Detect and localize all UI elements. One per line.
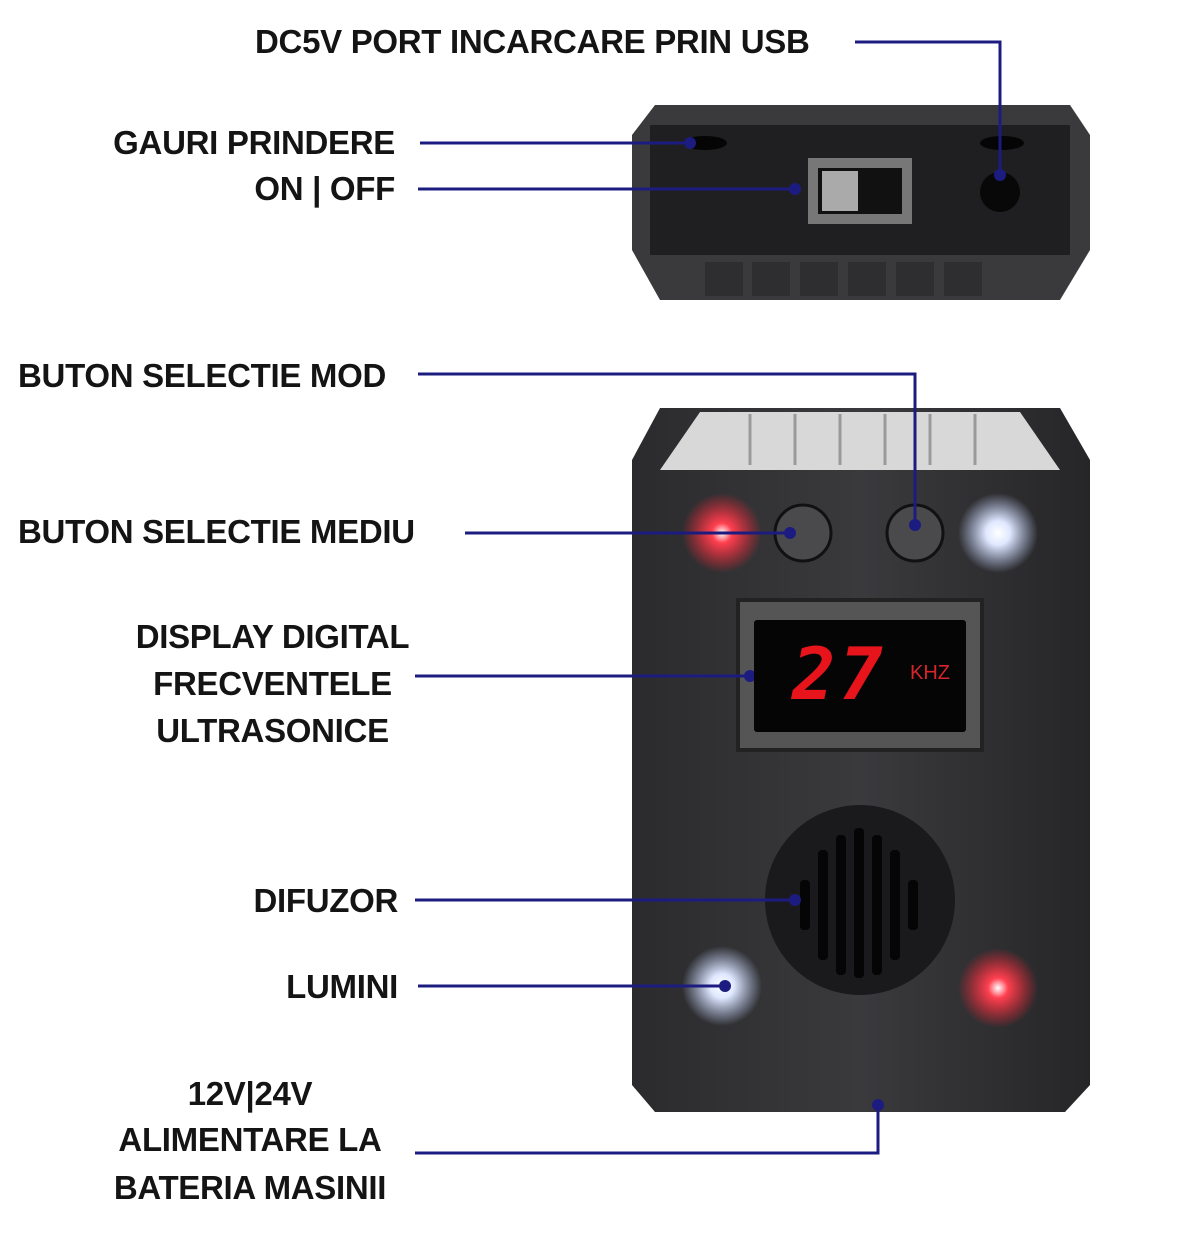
label-power-1: 12V|24V: [187, 1075, 313, 1112]
label-env-button: BUTON SELECTIE MEDIU: [18, 513, 415, 550]
device-front-view: [632, 408, 1090, 1112]
label-mode-button: BUTON SELECTIE MOD: [18, 357, 387, 394]
label-lights: LUMINI: [286, 968, 398, 1005]
led-white: [958, 493, 1038, 573]
label-display-2: FRECVENTELE: [153, 665, 392, 702]
mount-hole-right: [980, 136, 1024, 150]
leader-lines: [415, 40, 1002, 1155]
label-display-3: ULTRASONICE: [156, 712, 389, 749]
display-value: 27: [792, 632, 887, 716]
label-power-2: ALIMENTARE LA: [118, 1121, 382, 1158]
label-mount-holes: GAURI PRINDERE: [113, 124, 395, 161]
label-speaker: DIFUZOR: [253, 882, 398, 919]
label-on-off: ON | OFF: [254, 170, 395, 207]
device-top-view: [632, 105, 1090, 300]
label-power-3: BATERIA MASINII: [113, 1169, 387, 1206]
display-unit: KHZ: [910, 662, 950, 684]
label-usb-port: DC5V PORT INCARCARE PRIN USB: [255, 23, 810, 60]
label-display-1: DISPLAY DIGITAL: [135, 618, 410, 655]
usb-port: [980, 172, 1020, 212]
led-red: [958, 948, 1038, 1028]
digital-display: 27 KHZ: [754, 620, 966, 732]
